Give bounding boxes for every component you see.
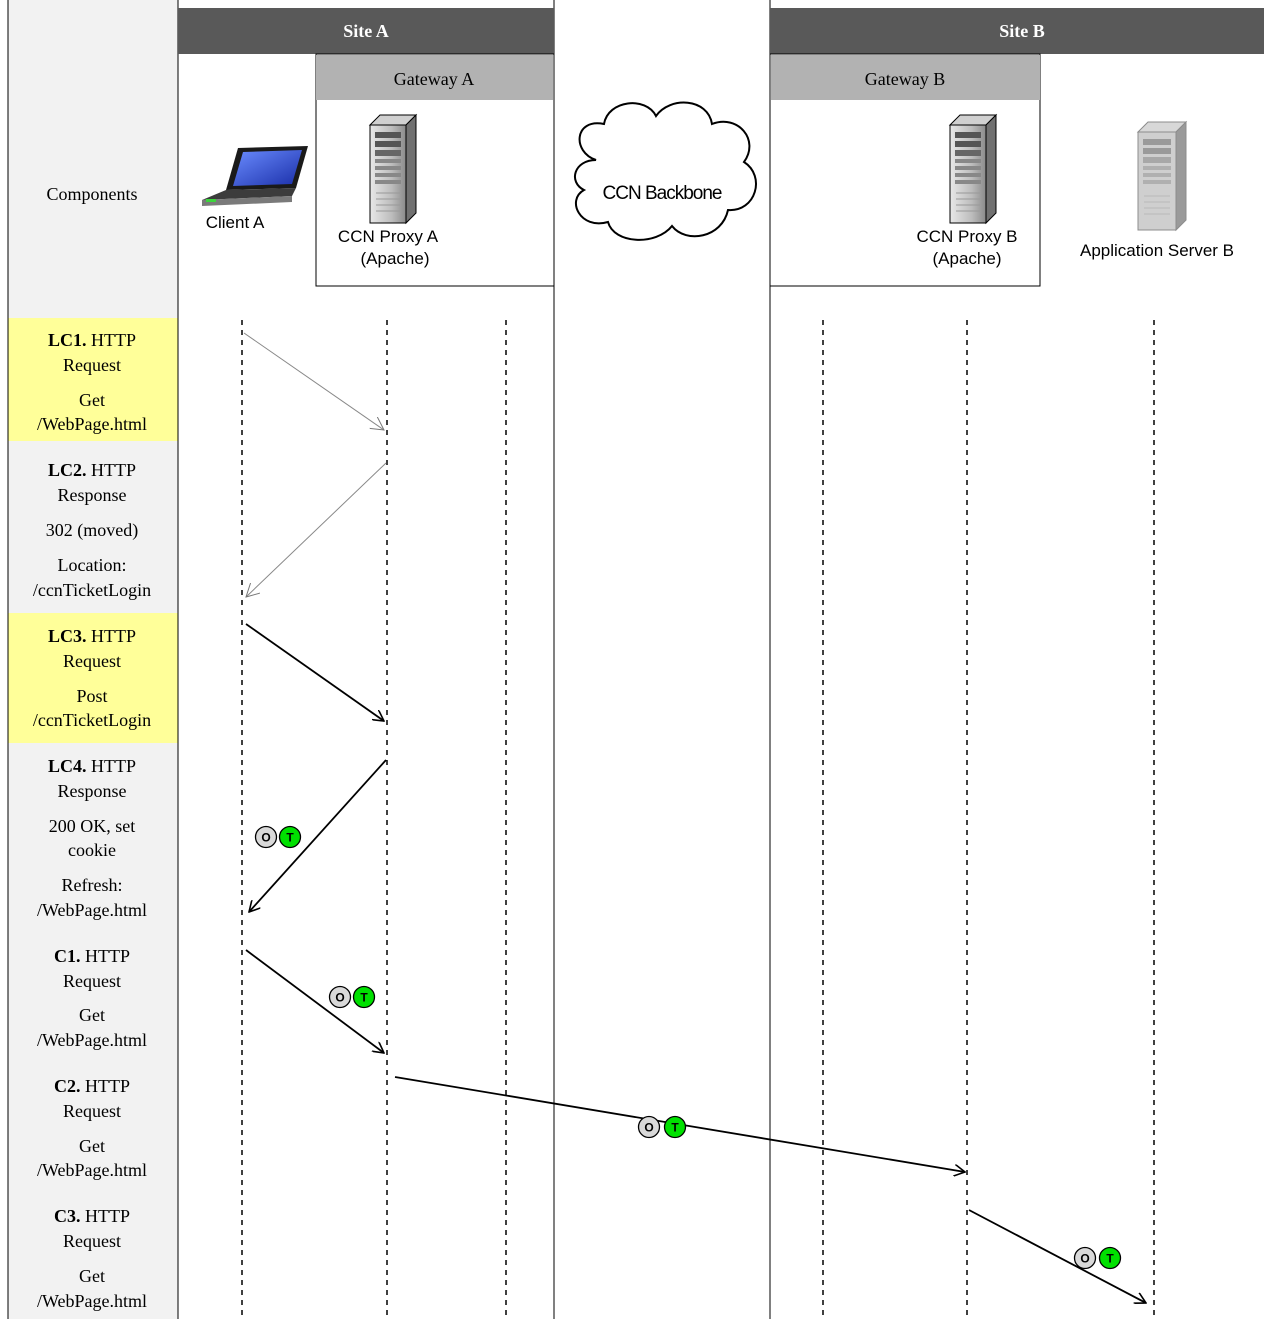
token-t-label: T	[671, 1121, 679, 1135]
site-a-title: Site A	[343, 21, 389, 41]
gateway-a-box	[315, 53, 555, 287]
step-c3: C3. HTTP Request Get /WebPage.html	[37, 1206, 147, 1311]
step-lc2-line: 302 (moved)	[46, 520, 138, 541]
step-lc4: LC4. HTTP Response 200 OK, set cookie Re…	[37, 756, 147, 920]
token-o-icon	[254, 825, 278, 849]
token-o-icon	[1073, 1246, 1097, 1270]
token-pair-c3: O T	[1073, 1246, 1122, 1270]
token-pair-c1: O T	[328, 985, 376, 1009]
arrow-lc2	[246, 462, 387, 597]
step-lc3: LC3. HTTP Request Post /ccnTicketLogin	[33, 626, 151, 730]
proxy-b-server-icon	[948, 113, 998, 225]
arrow-lc3	[245, 623, 384, 721]
arrow-c3	[968, 1209, 1146, 1303]
step-lc3-kind: Request	[63, 651, 121, 671]
backbone-label: CCN Backbone	[603, 183, 722, 204]
token-o-label: O	[644, 1121, 653, 1135]
step-c1-line: Get	[79, 1005, 105, 1025]
app-server-icon	[1136, 120, 1188, 232]
site-b-header	[770, 8, 1264, 54]
token-t-label: T	[360, 991, 368, 1005]
client-a-label: Client A	[206, 213, 265, 232]
step-lc1-line: Get	[79, 390, 105, 410]
proxy-b-label-line1: CCN Proxy B	[916, 227, 1017, 246]
gateway-a-title: Gateway A	[394, 69, 474, 89]
step-c1-kind: Request	[63, 971, 121, 991]
token-t-icon	[1098, 1246, 1122, 1270]
cloud-icon	[573, 101, 757, 241]
step-lc2-line: /ccnTicketLogin	[33, 580, 151, 600]
arrow-lc4	[249, 759, 387, 912]
arrow-c1	[245, 949, 384, 1053]
token-o-label: O	[1080, 1252, 1089, 1266]
step-c3-heading: C3. HTTP	[54, 1206, 130, 1226]
step-c1: C1. HTTP Request Get /WebPage.html	[37, 946, 147, 1050]
step-lc4-line: 200 OK, set	[49, 816, 136, 836]
step-lc4-line: Refresh:	[62, 875, 123, 895]
step-lc2-kind: Response	[58, 485, 127, 505]
token-o-label: O	[335, 991, 344, 1005]
arrow-lc1	[243, 332, 384, 430]
step-c3-line: Get	[79, 1266, 105, 1286]
site-b-title: Site B	[999, 21, 1045, 41]
proxy-a-server-icon	[368, 113, 418, 225]
step-lc4-heading: LC4. HTTP	[48, 756, 136, 776]
token-o-label: O	[261, 831, 270, 845]
step-lc1-kind: Request	[63, 355, 121, 375]
step-lc2-heading: LC2. HTTP	[48, 460, 136, 480]
step-c3-line: /WebPage.html	[37, 1291, 147, 1311]
lifelines	[241, 320, 1155, 1319]
gateway-b-title: Gateway B	[865, 69, 945, 89]
components-label: Components	[46, 184, 137, 204]
site-a-header	[178, 8, 554, 54]
step-lc4-line: cookie	[68, 840, 116, 860]
step-c1-line: /WebPage.html	[37, 1030, 147, 1050]
token-o-icon	[328, 985, 352, 1009]
gateway-a-header	[316, 55, 553, 100]
token-pair-c2: O T	[637, 1115, 687, 1139]
step-lc4-line: /WebPage.html	[37, 900, 147, 920]
gateway-b-header	[771, 55, 1040, 100]
step-lc1: LC1. HTTP Request Get /WebPage.html	[37, 330, 147, 434]
token-pair-lc4: O T	[254, 825, 302, 849]
token-t-icon	[278, 825, 302, 849]
step-lc3-heading: LC3. HTTP	[48, 626, 136, 646]
step-c1-heading: C1. HTTP	[54, 946, 130, 966]
highlight-lc3	[8, 613, 178, 743]
token-o-icon	[637, 1115, 661, 1139]
highlight-lc1	[8, 318, 178, 441]
gateway-b-box	[769, 53, 1041, 287]
step-lc3-line: /ccnTicketLogin	[33, 710, 151, 730]
step-c2: C2. HTTP Request Get /WebPage.html	[37, 1076, 147, 1180]
proxy-b-label-line2: (Apache)	[933, 249, 1002, 268]
step-c2-line: /WebPage.html	[37, 1160, 147, 1180]
token-t-label: T	[286, 831, 294, 845]
step-lc3-line: Post	[76, 686, 107, 706]
step-c2-line: Get	[79, 1136, 105, 1156]
step-c2-kind: Request	[63, 1101, 121, 1121]
step-c2-heading: C2. HTTP	[54, 1076, 130, 1096]
step-c3-kind: Request	[63, 1231, 121, 1251]
token-t-icon	[352, 985, 376, 1009]
step-lc1-heading: LC1. HTTP	[48, 330, 136, 350]
app-server-label: Application Server B	[1080, 241, 1234, 260]
token-t-label: T	[1106, 1252, 1114, 1266]
proxy-a-label-line1: CCN Proxy A	[338, 227, 439, 246]
step-lc1-line: /WebPage.html	[37, 414, 147, 434]
step-lc2: LC2. HTTP Response 302 (moved) Location:…	[33, 460, 151, 600]
proxy-a-label-line2: (Apache)	[361, 249, 430, 268]
token-t-icon	[663, 1115, 687, 1139]
step-lc4-kind: Response	[58, 781, 127, 801]
step-lc2-line: Location:	[58, 555, 127, 575]
laptop-icon	[202, 146, 308, 206]
